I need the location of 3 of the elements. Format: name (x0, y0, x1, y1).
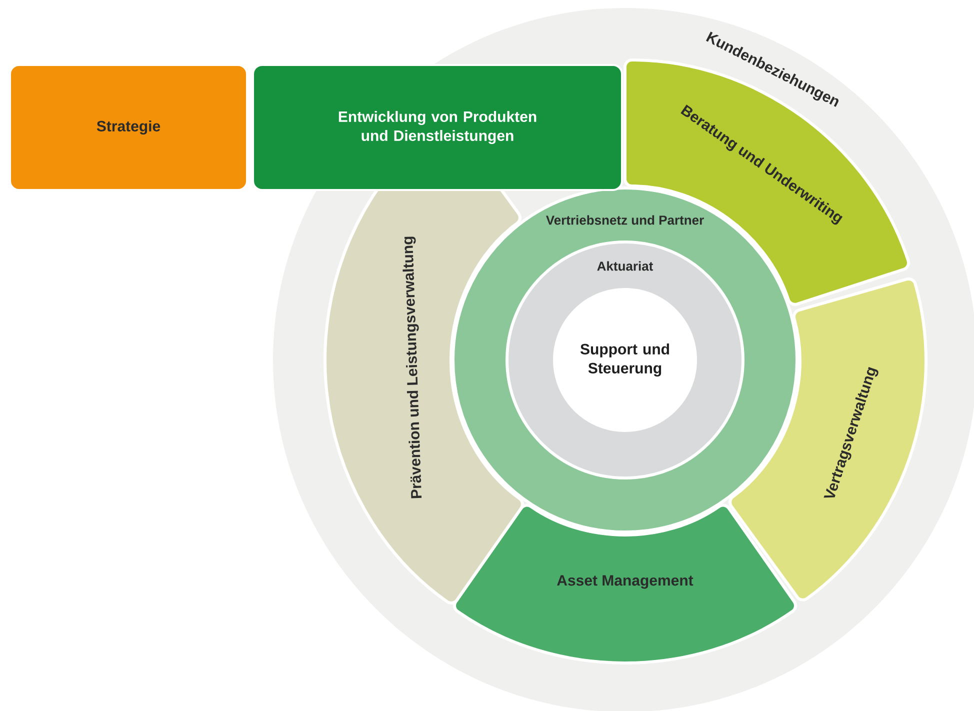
process-box: Strategie (9, 64, 248, 191)
ring-segment: Asset Management (453, 504, 797, 664)
process-box: Entwicklung von Produkten und Dienstleistungen (252, 64, 623, 191)
